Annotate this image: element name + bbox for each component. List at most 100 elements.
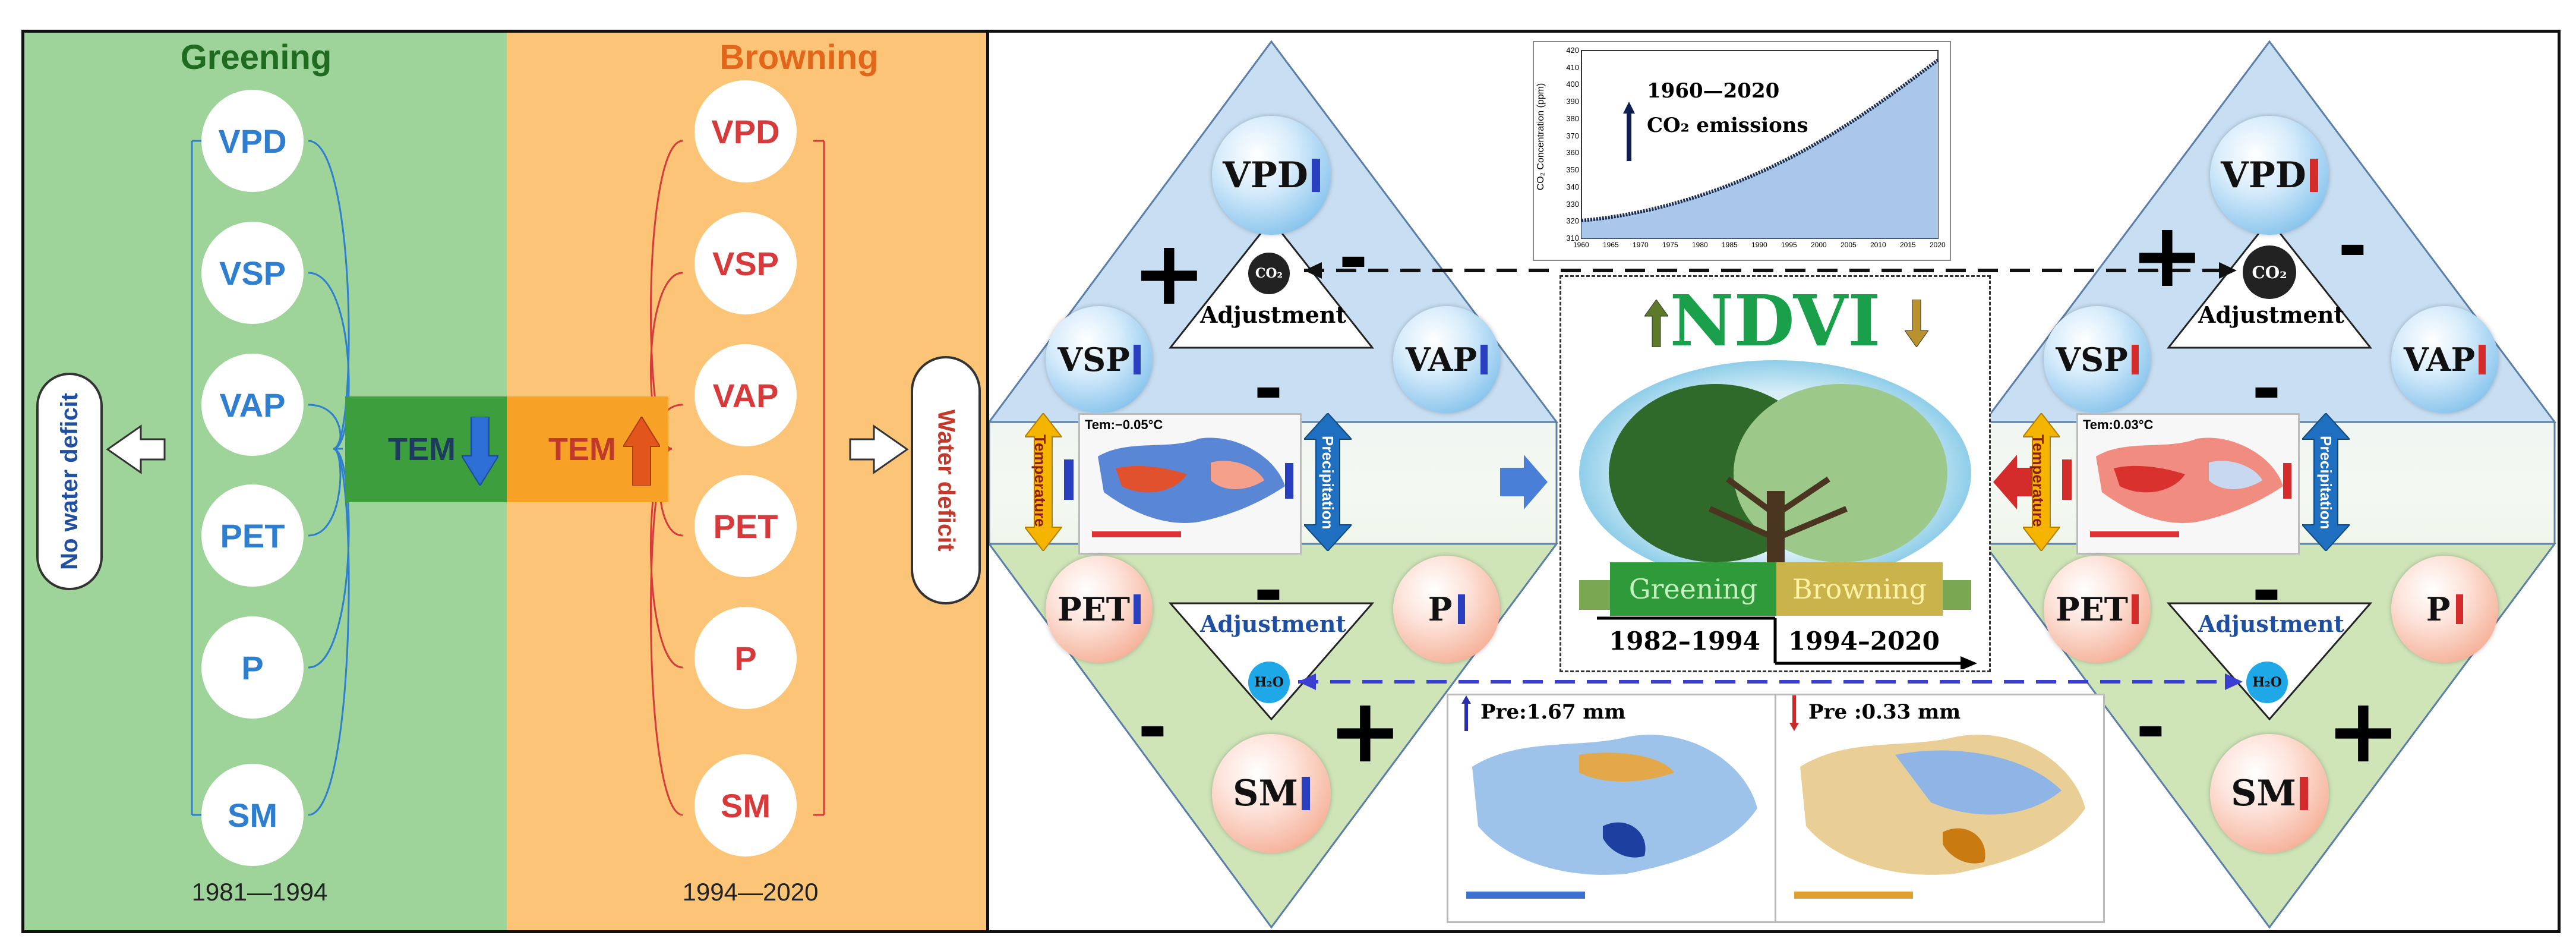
precipitation-arrow: Precipitation	[1304, 413, 1352, 551]
co2-y-tick: 340	[1566, 182, 1579, 191]
ball-label: PET	[1057, 590, 1130, 628]
ball-label: SM	[2231, 773, 2296, 814]
co2-y-tick: 370	[1566, 131, 1579, 140]
plus-sign: +	[1132, 222, 1207, 325]
ball-sm: SM	[2210, 734, 2329, 853]
var-circle-vap: VAP	[201, 354, 304, 456]
co2-x-tick: 1980	[1692, 241, 1708, 249]
left-hollow-arrow	[106, 424, 166, 474]
minus-sign: -	[2252, 550, 2281, 632]
tem-down-box: TEM	[345, 396, 507, 502]
ball-sm: SM	[1212, 734, 1331, 853]
co2-ylabel: CO₂ Concentration (ppm)	[1536, 83, 1546, 191]
var-circle-vsp: VSP	[201, 222, 304, 324]
co2-y-tick: 320	[1566, 216, 1579, 226]
pre-right-label: Pre :0.33 mm	[1808, 700, 1961, 724]
var-circle-vpd: VPD	[694, 80, 797, 182]
tem-map-label: Tem:−0.05°C	[1085, 417, 1163, 432]
period-timeline	[1597, 616, 1977, 669]
var-circle-vap: VAP	[694, 344, 797, 446]
minus-sign: -	[2252, 348, 2281, 430]
co2-x-tick: 2010	[1870, 241, 1886, 249]
trend-down-icon	[2299, 777, 2308, 810]
precipitation-label: Precipitation	[2317, 436, 2335, 530]
ball-vap: VAP	[1393, 306, 1500, 413]
ball-label: VAP	[2403, 341, 2476, 379]
co2-x-tick: 1965	[1603, 241, 1619, 249]
ball-label: SM	[1233, 773, 1298, 814]
trend-up-icon	[1285, 463, 1293, 499]
pre-map-right: Pre :0.33 mm	[1775, 694, 2105, 923]
ball-pet: PET	[2044, 556, 2151, 663]
temperature-label: Temperature	[2029, 434, 2047, 527]
pre-left-label: Pre:1.67 mm	[1480, 700, 1626, 724]
co2-y-tick: 380	[1566, 114, 1579, 123]
co2-ball: CO₂	[1248, 253, 1290, 294]
co2-x-tick: 1995	[1781, 241, 1797, 249]
arrow-down-icon	[462, 417, 498, 486]
co2-ball: CO₂	[2243, 245, 2296, 299]
no-water-deficit-box: No water deficit	[36, 373, 103, 590]
right-panel: VPD VSP VAP CO₂ Adjustment + - - Tempera…	[986, 30, 2561, 933]
trend-up-icon	[2309, 159, 2318, 192]
temperature-arrow: Temperature	[1025, 413, 1062, 551]
ball-pet: PET	[1046, 556, 1153, 663]
co2-y-tick: 390	[1566, 97, 1579, 106]
ball-label: P	[2426, 590, 2451, 628]
trend-down-icon	[2479, 345, 2486, 374]
ball-label: VPD	[2221, 155, 2306, 196]
period-1982-1994: 1982–1994	[1609, 626, 1760, 656]
trend-up-icon	[2131, 594, 2139, 624]
co2-x-tick: 1975	[1662, 241, 1678, 249]
co2-x-tick: 1985	[1722, 241, 1738, 249]
tem-map-label: Tem:0.03°C	[2083, 417, 2154, 432]
co2-y-tick: 350	[1566, 165, 1579, 175]
var-circle-sm: SM	[201, 764, 304, 866]
temperature-label: Temperature	[1031, 434, 1049, 527]
ball-vap: VAP	[2391, 306, 2498, 413]
minus-sign: -	[1254, 348, 1283, 430]
var-circle-vsp: VSP	[694, 212, 797, 314]
co2-y-tick: 360	[1566, 148, 1579, 158]
greening-label: Greening	[1628, 573, 1758, 605]
ball-label: VPD	[1223, 155, 1308, 196]
co2-x-tick: 2000	[1811, 241, 1827, 249]
green-up-arrow-icon	[1644, 300, 1668, 347]
ball-p: P	[1393, 556, 1500, 663]
co2-x-tick: 2005	[1841, 241, 1857, 249]
ball-vpd: VPD	[2210, 116, 2329, 235]
right-bottom-inner-triangle	[2166, 602, 2373, 721]
greening-period: 1981—1994	[191, 878, 328, 906]
red-block-arrow-left	[1993, 455, 2041, 509]
adjustment-label: Adjustment	[1200, 301, 1346, 328]
right-hollow-arrow	[849, 424, 909, 474]
h2o-ball: H₂O	[1248, 662, 1290, 703]
plus-sign: +	[2326, 679, 2401, 783]
water-deficit-box: Water deficit	[911, 356, 981, 604]
temperature-map: Tem:0.03°C	[2076, 413, 2300, 555]
ball-label: VSP	[2056, 341, 2128, 379]
water-deficit-label: Water deficit	[933, 409, 959, 552]
co2-y-tick: 310	[1566, 234, 1579, 243]
co2-x-tick: 2015	[1900, 241, 1916, 249]
tem-up-box: TEM	[507, 396, 668, 502]
trend-down-icon	[2456, 594, 2464, 624]
arrow-up-icon	[623, 417, 660, 486]
h2o-ball: H₂O	[2246, 662, 2288, 703]
co2-y-tick: 410	[1566, 62, 1579, 72]
ball-vpd: VPD	[1212, 116, 1331, 235]
trend-down-icon	[2283, 463, 2291, 499]
tem-label: TEM	[548, 432, 616, 467]
temperature-arrow: Temperature	[2023, 413, 2060, 551]
trend-up-icon	[2131, 345, 2139, 374]
ball-vsp: VSP	[2044, 306, 2151, 413]
minus-sign: -	[2338, 205, 2367, 288]
browning-box: Browning	[1776, 562, 1943, 616]
ball-label: PET	[2056, 590, 2128, 628]
co2-y-tick: 400	[1566, 80, 1579, 89]
ball-p: P	[2391, 556, 2498, 663]
var-circle-pet: PET	[694, 475, 797, 577]
ndvi-box: NDVI Greening Browning 1982–1994 1994	[1560, 275, 1991, 672]
